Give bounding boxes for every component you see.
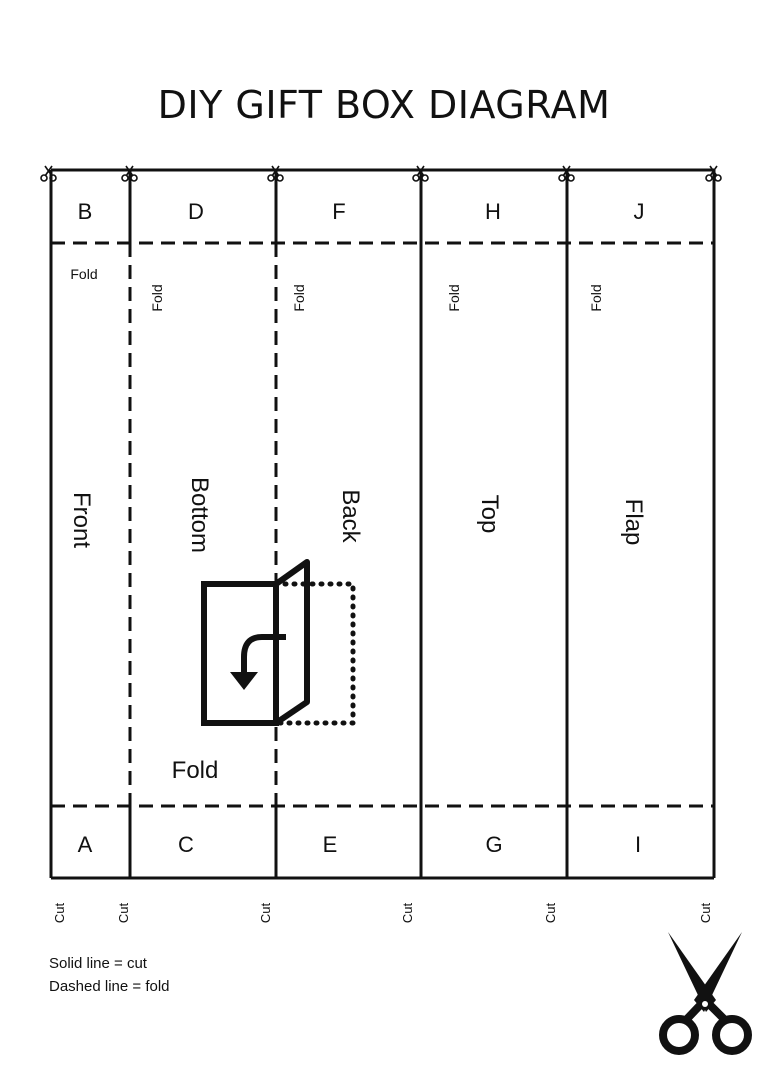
legend: Solid line = cut Dashed line = fold <box>49 955 170 995</box>
scissors-icon <box>40 165 57 182</box>
fold-label: Fold <box>291 284 307 311</box>
scissors-icon <box>659 932 752 1055</box>
cut-label: Cut <box>52 902 67 923</box>
tab-label: C <box>178 832 194 857</box>
bottom-tabs: A C E G I <box>78 832 641 857</box>
scissors-icon <box>267 165 284 182</box>
fold-label: Fold <box>446 284 462 311</box>
panel-labels: Front Bottom Back Top Flap <box>68 477 647 553</box>
panel-label-bottom: Bottom <box>186 477 213 553</box>
cut-label: Cut <box>400 902 415 923</box>
tab-label: F <box>332 199 345 224</box>
fold-lines <box>51 241 714 808</box>
tab-label: J <box>634 199 645 224</box>
legend-dashed: Dashed line = fold <box>49 978 170 995</box>
fold-label: Fold <box>149 284 165 311</box>
cut-label: Cut <box>698 902 713 923</box>
fold-instruction: Fold <box>172 757 219 784</box>
cut-label: Cut <box>258 902 273 923</box>
fold-arrow-icon <box>201 559 356 726</box>
tab-label: I <box>635 832 641 857</box>
panel-label-top: Top <box>476 495 503 534</box>
scissors-icon <box>558 165 575 182</box>
fold-label: Fold <box>588 284 604 311</box>
scissors-icon <box>705 165 722 182</box>
panel-label-front: Front <box>68 492 95 548</box>
tab-label: G <box>485 832 502 857</box>
tab-label: A <box>78 832 93 857</box>
cut-label: Cut <box>116 902 131 923</box>
cut-label: Cut <box>543 902 558 923</box>
panel-label-flap: Flap <box>620 499 647 546</box>
scissors-icon <box>412 165 429 182</box>
page-title: DIY GIFT BOX DIAGRAM <box>158 83 611 127</box>
fold-label: Fold <box>70 266 97 282</box>
tab-label: B <box>78 199 93 224</box>
small-scissors-row <box>40 165 722 182</box>
cut-lines <box>49 168 716 880</box>
scissors-icon <box>121 165 138 182</box>
fold-labels: Fold Fold Fold Fold Fold <box>70 266 604 312</box>
tab-label: D <box>188 199 204 224</box>
cut-labels: Cut Cut Cut Cut Cut Cut <box>52 902 713 923</box>
tab-label: H <box>485 199 501 224</box>
tab-label: E <box>323 832 338 857</box>
legend-solid: Solid line = cut <box>49 955 148 972</box>
panel-label-back: Back <box>337 489 364 543</box>
top-tabs: B D F H J <box>78 199 645 224</box>
